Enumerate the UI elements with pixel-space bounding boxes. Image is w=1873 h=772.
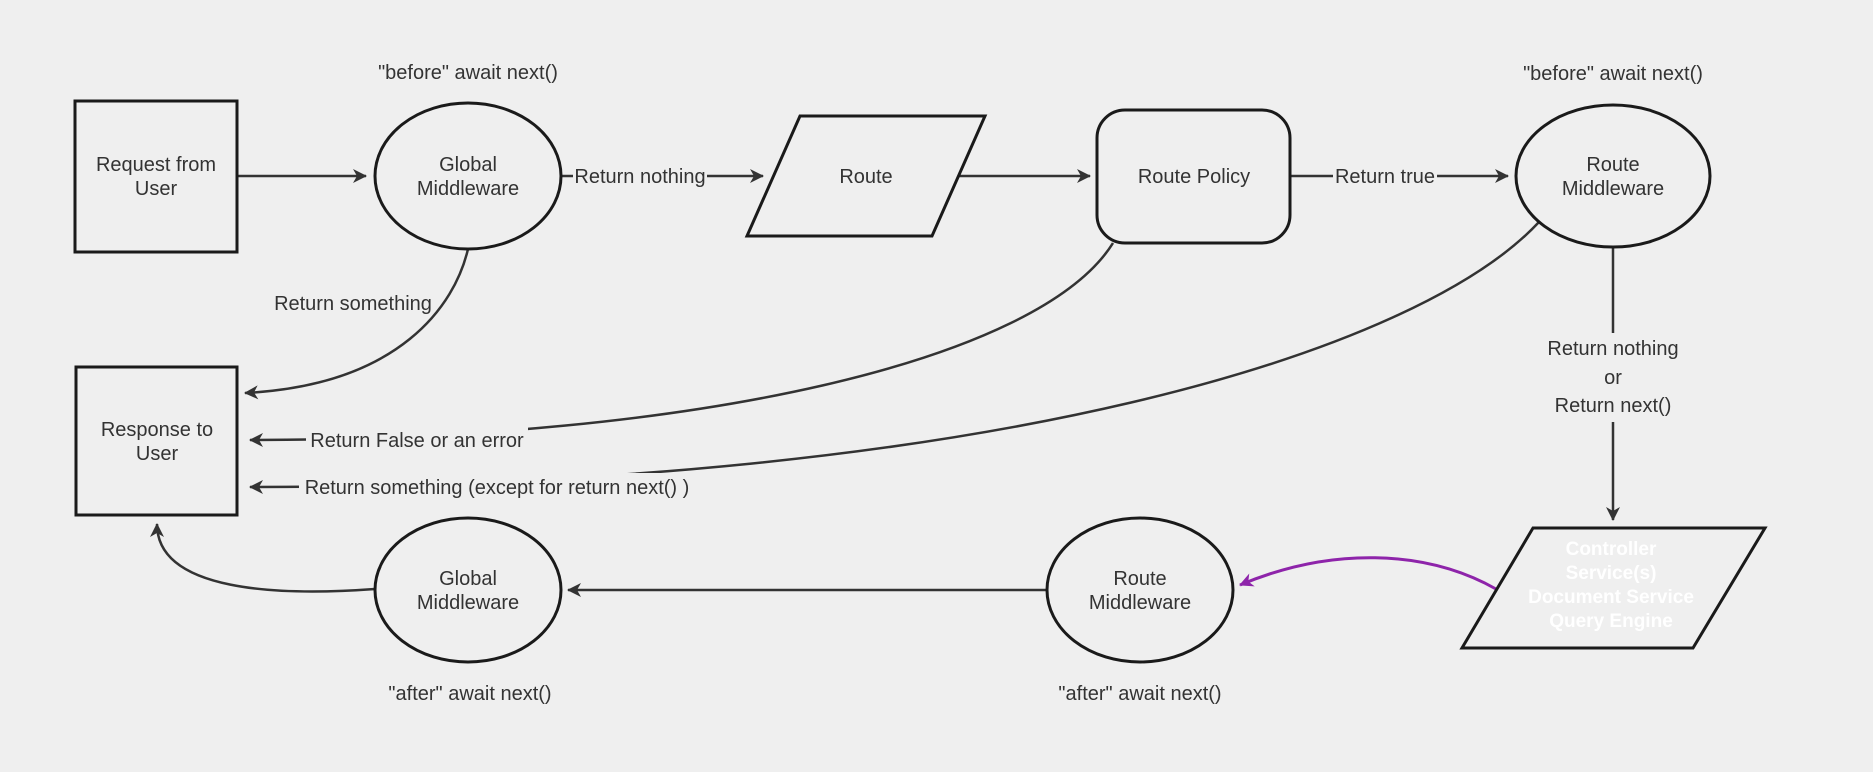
route-policy-box [1095,108,1292,245]
node-text-line: Service(s) [1566,563,1657,584]
node-text-line: Request from [96,154,216,176]
node-text-line: Middleware [417,592,519,614]
edge-label-bg [299,473,695,501]
node-text-line: Global [439,154,497,176]
node-route: Route [744,114,988,238]
node-text-line: User [136,443,179,465]
node-global-middleware-before: Global Middleware [373,101,563,251]
route-parallelogram [744,114,988,238]
node-text-line: User [135,178,178,200]
edges [150,169,1620,597]
node-response-to-user: Response to User [74,365,239,517]
edge-label-text: Return something (except for return next… [305,477,690,499]
node-text-line: Response to [101,419,213,441]
edge-label-return-something-except: Return something (except for return next… [299,473,695,501]
node-text-line: Document Service [1528,587,1694,608]
route-middleware-ellipse [1045,516,1235,664]
nodes: Request from User Global Middleware Rout… [73,99,1768,664]
edge-label-bg [573,162,707,190]
node-text-line: Query Engine [1549,611,1673,632]
global-middleware-ellipse [373,101,563,251]
node-route-middleware-before: Route Middleware [1514,103,1712,249]
edge-label-bg [1538,333,1688,422]
edge-labels: Return nothing Return true Return someth… [274,162,1688,501]
node-text-line: Middleware [417,178,519,200]
edge-global-middleware-to-response [244,248,470,400]
node-route-middleware-after: Route Middleware [1045,516,1235,664]
edge-label-bg [306,426,528,454]
edge-label-text: Return something [274,293,432,315]
global-middleware-ellipse [373,516,563,664]
annotation-before-await-right: "before" await next() [1523,63,1703,85]
node-global-middleware-after: Global Middleware [373,516,563,664]
edge-label-text: Return nothing [574,166,705,188]
request-box [73,99,239,254]
response-box [74,365,239,517]
edge-label-text-line1: Return nothing [1547,338,1678,360]
annotations: "before" await next() "before" await nex… [378,62,1703,705]
node-text-line: Route Policy [1138,166,1250,188]
edge-global-middleware-after-to-response [150,523,376,593]
route-middleware-ellipse [1514,103,1712,249]
edge-label-text-line2: or [1604,367,1622,389]
node-text-line: Middleware [1089,592,1191,614]
node-controller-services: Controller Service(s) Document Service Q… [1459,526,1768,650]
edge-controller-to-route-middleware-after [1239,556,1497,591]
edge-label-text: Return False or an error [310,430,524,452]
node-route-policy: Route Policy [1095,108,1292,245]
controller-parallelogram [1459,526,1768,650]
node-text-line: Route [1113,568,1166,590]
annotation-after-await-right: "after" await next() [1058,683,1221,705]
node-text-line: Global [439,568,497,590]
edge-label-bg [277,289,429,317]
edge-label-return-false-or-error: Return False or an error [306,426,528,454]
edge-label-bg [1333,162,1437,190]
node-request-from-user: Request from User [73,99,239,254]
edge-label-return-nothing: Return nothing [573,162,707,190]
edge-label-return-true: Return true [1333,162,1437,190]
edge-label-text-line3: Return next() [1555,395,1672,417]
node-text-line: Controller [1566,539,1657,560]
annotation-after-await-left: "after" await next() [388,683,551,705]
annotation-before-await-left: "before" await next() [378,62,558,84]
edge-label-return-nothing-or-next: Return nothing or Return next() [1538,333,1688,422]
node-text-line: Route [839,166,892,188]
edge-label-text: Return true [1335,166,1435,188]
node-text-line: Route [1586,154,1639,176]
node-text-line: Middleware [1562,178,1664,200]
edge-label-return-something: Return something [274,289,432,317]
edge-route-policy-to-response [249,242,1115,447]
